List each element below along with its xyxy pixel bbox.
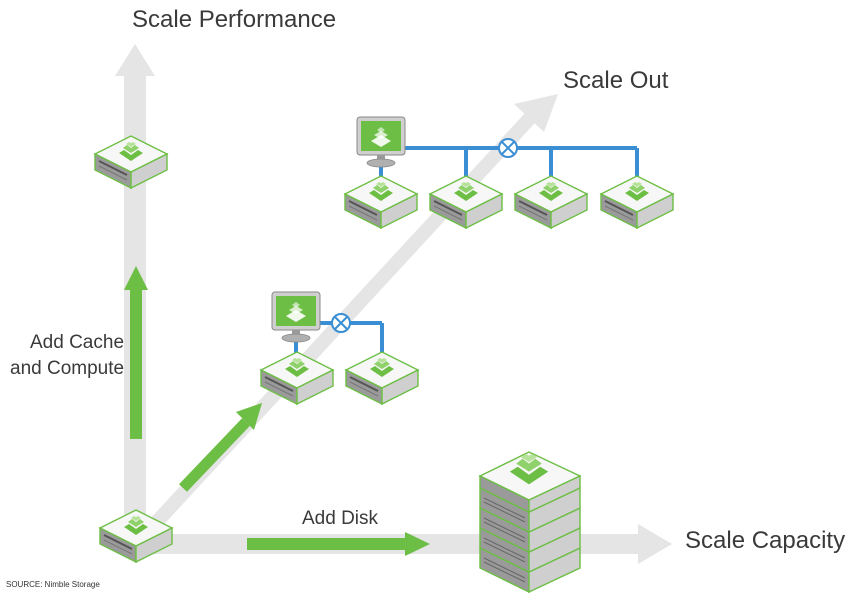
upper-cluster-node-4-icon [601, 176, 673, 228]
source-caption: SOURCE: Nimble Storage [6, 580, 100, 589]
scale-out-action-arrow [179, 403, 262, 492]
capacity-storage-stack-icon [478, 451, 582, 593]
scale-capacity-label: Scale Capacity [685, 527, 846, 554]
upper-network-switch-icon [498, 138, 518, 158]
scale-out-label: Scale Out [563, 67, 669, 94]
lower-management-monitor-icon [271, 291, 321, 343]
upper-cluster-node-1-icon [345, 176, 417, 228]
performance-storage-node-icon [95, 136, 167, 188]
add-cache-arrow [124, 266, 148, 439]
add-cache-label-line2: and Compute [10, 358, 125, 379]
lower-network-switch-icon [331, 313, 351, 333]
scale-performance-label: Scale Performance [132, 6, 337, 33]
lower-cluster-node-2-icon [346, 352, 418, 404]
add-disk-arrow [247, 532, 430, 556]
add-cache-label-line1: Add Cache [30, 332, 125, 353]
add-disk-label: Add Disk [302, 508, 379, 529]
upper-cluster-node-3-icon [515, 176, 587, 228]
upper-management-monitor-icon [356, 116, 406, 168]
